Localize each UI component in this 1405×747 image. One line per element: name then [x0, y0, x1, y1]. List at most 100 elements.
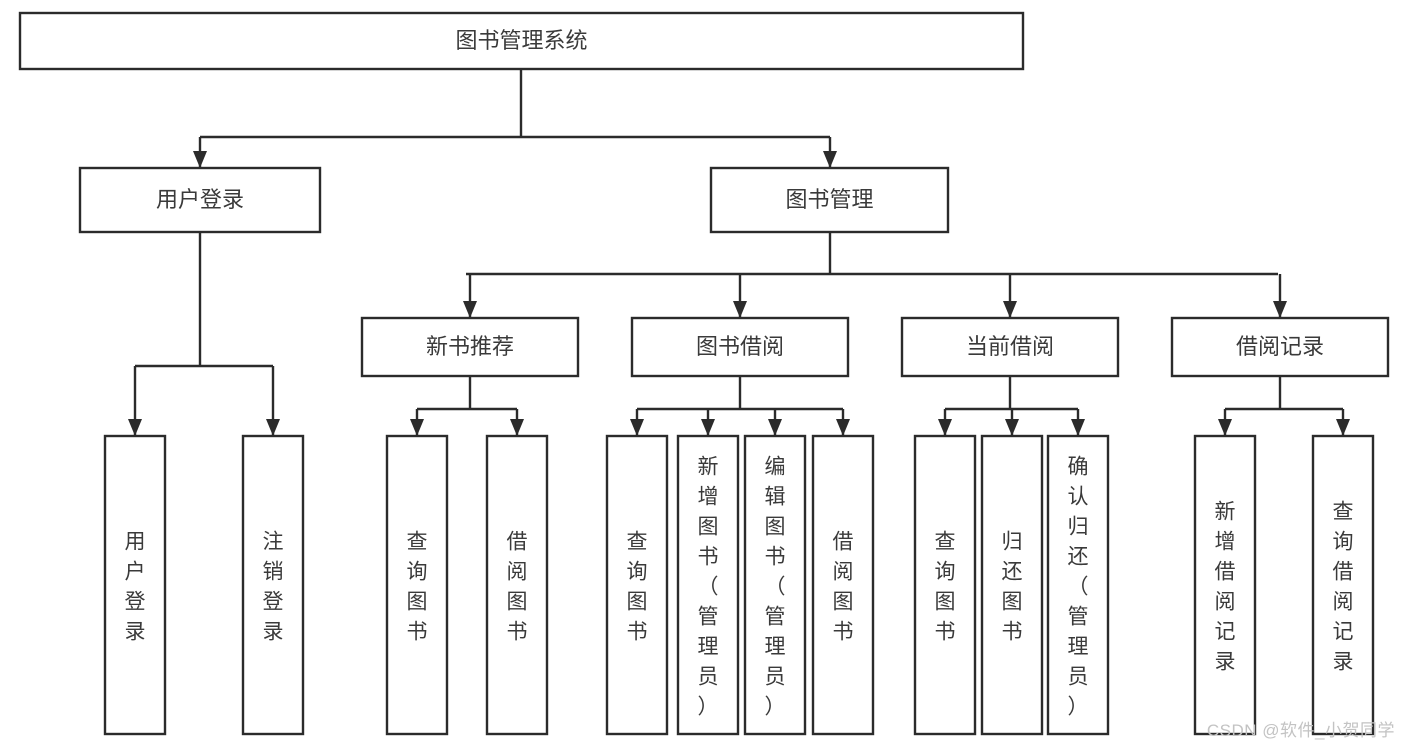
boxes-layer: 图书管理系统用户登录图书管理新书推荐图书借阅当前借阅借阅记录用户登录注销登录查询…: [18, 11, 1390, 736]
node-root[interactable]: 图书管理系统: [18, 11, 1025, 71]
edge-book-borrow-to-leaf-borrow-book: [836, 409, 850, 436]
node-box-leaf-user-login[interactable]: [103, 434, 167, 736]
svg-text:编: 编: [765, 455, 786, 478]
node-box-leaf-confirm-return[interactable]: [1046, 434, 1110, 736]
node-box-leaf-query-book-recommend[interactable]: [385, 434, 449, 736]
svg-text:询: 询: [1333, 530, 1354, 553]
svg-text:图: 图: [833, 590, 854, 613]
connector-group-bus-userlogin: [135, 232, 273, 368]
svg-text:员: 员: [765, 665, 786, 688]
svg-text:书: 书: [407, 620, 428, 643]
arrow-head-icon: [1005, 419, 1019, 436]
svg-text:户: 户: [125, 560, 146, 583]
svg-text:理: 理: [765, 635, 786, 658]
svg-text:认: 认: [1068, 485, 1089, 508]
arrow-head-icon: [701, 419, 715, 436]
svg-text:确: 确: [1068, 455, 1089, 478]
svg-text:登: 登: [125, 590, 146, 613]
node-box-leaf-add-book[interactable]: [676, 434, 740, 736]
connector-group-bus-borrowrecords: [1225, 376, 1343, 411]
node-current-borrow[interactable]: 当前借阅: [900, 316, 1120, 378]
svg-text:）: ）: [765, 695, 786, 718]
svg-text:书: 书: [765, 545, 786, 568]
arrow-head-icon: [1336, 419, 1350, 436]
edge-book-management-to-current-borrow: [1003, 274, 1017, 318]
node-box-leaf-return-book[interactable]: [980, 434, 1044, 736]
svg-text:查: 查: [935, 530, 956, 553]
svg-text:查: 查: [1333, 500, 1354, 523]
svg-text:增: 增: [698, 485, 719, 508]
edge-book-borrow-to-leaf-edit-book: [768, 409, 782, 436]
svg-text:还: 还: [1068, 545, 1089, 568]
node-label-user-login: 用户登录: [156, 187, 244, 212]
node-box-leaf-query-book-borrow[interactable]: [605, 434, 669, 736]
edge-new-book-recommend-to-leaf-query-book-recommend: [410, 409, 424, 436]
svg-text:阅: 阅: [507, 560, 528, 583]
arrow-head-icon: [1218, 419, 1232, 436]
node-box-book-management[interactable]: [709, 166, 950, 234]
node-label-book-borrow: 图书借阅: [696, 334, 784, 359]
node-book-borrow[interactable]: 图书借阅: [630, 316, 850, 378]
node-leaf-user-login[interactable]: 用户登录: [103, 434, 167, 736]
svg-text:归: 归: [1002, 530, 1023, 553]
node-box-leaf-add-borrow-record[interactable]: [1193, 434, 1257, 736]
svg-text:询: 询: [407, 560, 428, 583]
node-box-borrow-records[interactable]: [1170, 316, 1390, 378]
node-book-management[interactable]: 图书管理: [709, 166, 950, 234]
node-box-leaf-borrow-book-recommend[interactable]: [485, 434, 549, 736]
node-box-current-borrow[interactable]: [900, 316, 1120, 378]
svg-text:管: 管: [1068, 605, 1089, 628]
node-box-leaf-borrow-book[interactable]: [811, 434, 875, 736]
node-box-leaf-edit-book[interactable]: [743, 434, 807, 736]
node-label-current-borrow: 当前借阅: [966, 334, 1054, 359]
svg-text:阅: 阅: [1333, 590, 1354, 613]
svg-text:（: （: [1068, 575, 1089, 598]
svg-text:书: 书: [833, 620, 854, 643]
node-box-leaf-query-borrow-record[interactable]: [1311, 434, 1375, 736]
node-user-login[interactable]: 用户登录: [78, 166, 322, 234]
node-box-new-book-recommend[interactable]: [360, 316, 580, 378]
edge-borrow-records-to-leaf-add-borrow-record: [1218, 409, 1232, 436]
edge-user-login-to-leaf-user-login: [128, 366, 142, 436]
arrow-head-icon: [193, 151, 207, 168]
svg-text:员: 员: [698, 665, 719, 688]
node-new-book-recommend[interactable]: 新书推荐: [360, 316, 580, 378]
svg-text:归: 归: [1068, 515, 1089, 538]
node-label-leaf-user-login: 用户登录: [125, 530, 146, 643]
edge-book-management-to-new-book-recommend: [463, 274, 477, 318]
node-box-book-borrow[interactable]: [630, 316, 850, 378]
svg-text:借: 借: [507, 530, 528, 553]
arrow-head-icon: [630, 419, 644, 436]
node-box-user-login[interactable]: [78, 166, 322, 234]
arrow-head-icon: [1003, 301, 1017, 318]
node-box-leaf-logout[interactable]: [241, 434, 305, 736]
node-borrow-records[interactable]: 借阅记录: [1170, 316, 1390, 378]
svg-text:阅: 阅: [1215, 590, 1236, 613]
edge-current-borrow-to-leaf-query-book-current: [938, 409, 952, 436]
node-box-leaf-query-book-current[interactable]: [913, 434, 977, 736]
svg-text:图: 图: [507, 590, 528, 613]
arrow-head-icon: [733, 301, 747, 318]
svg-text:增: 增: [1215, 530, 1236, 553]
arrow-head-icon: [410, 419, 424, 436]
node-box-root[interactable]: [18, 11, 1025, 71]
